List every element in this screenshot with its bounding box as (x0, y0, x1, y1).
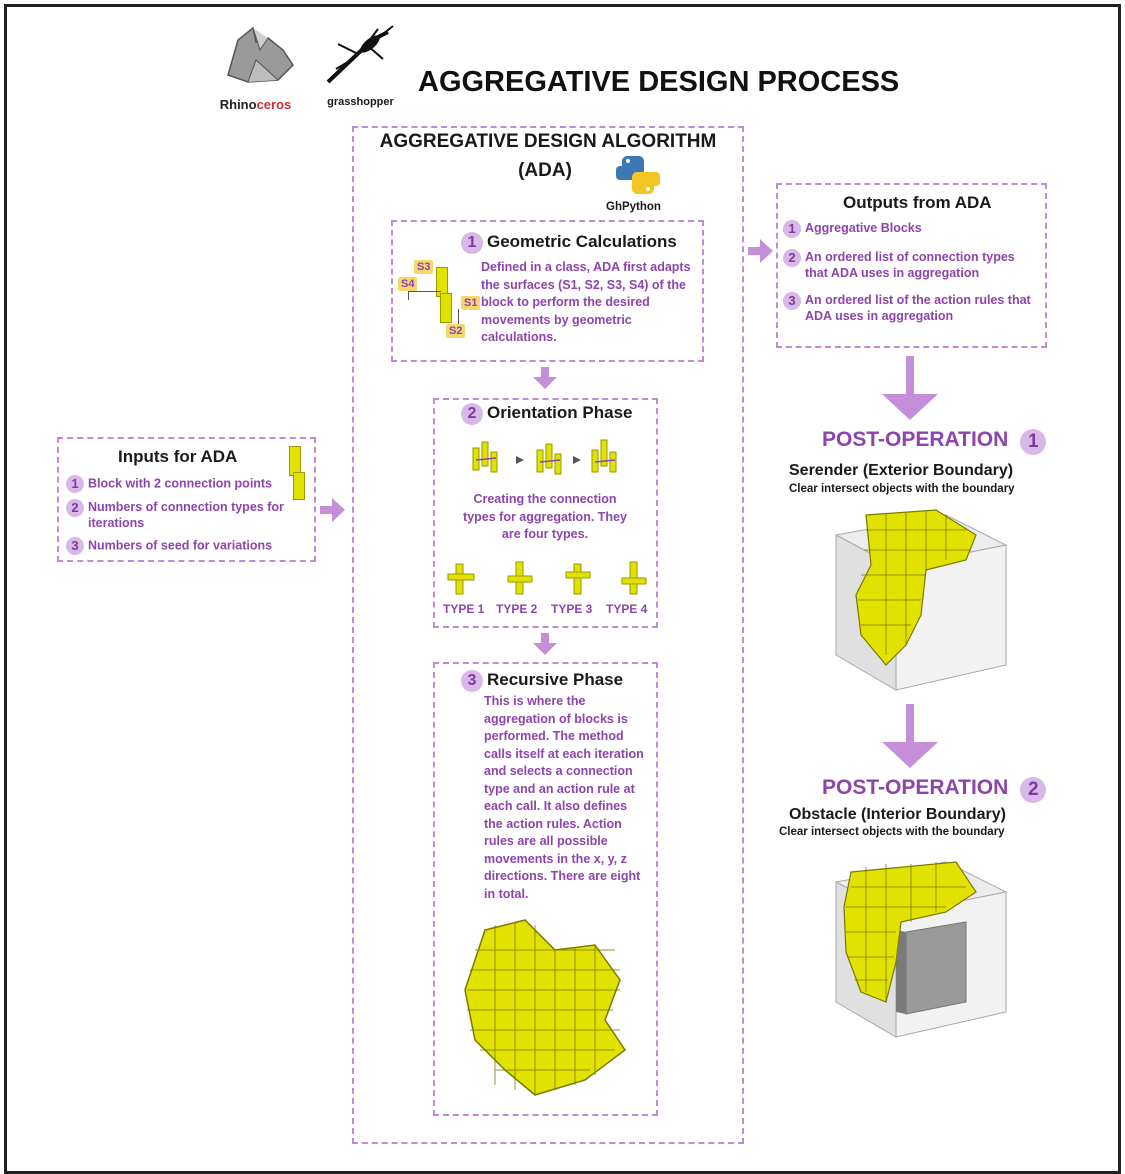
ada-title-line1: AGGREGATIVE DESIGN ALGORITHM (379, 131, 717, 152)
surface-tag-s3: S3 (414, 260, 434, 274)
arrow-step1-to-step2 (533, 367, 557, 391)
input-item-2-number: 2 (66, 499, 84, 517)
rhino-text-a: Rhino (219, 97, 257, 112)
post1-boundary-image (826, 505, 1016, 695)
post2-desc: Clear intersect objects with the boundar… (779, 826, 1005, 838)
type-label-4: TYPE 4 (606, 602, 648, 616)
block-bottom-segment (440, 293, 452, 323)
aggregation-result-image (455, 910, 635, 1100)
output-item-1: 1 Aggregative Blocks (783, 220, 1041, 238)
post1-subtitle: Serender (Exterior Boundary) (789, 462, 1014, 479)
arrow-outputs-to-post1 (882, 356, 938, 422)
input-item-3-text: Numbers of seed for variations (88, 538, 273, 553)
output-item-1-text: Aggregative Blocks (805, 221, 922, 235)
bracket-line-s4 (408, 291, 441, 300)
surface-tag-s4: S4 (398, 277, 418, 291)
type-label-3: TYPE 3 (551, 602, 593, 616)
post2-label: POST-OPERATION (822, 776, 1009, 799)
surface-tag-s1: S1 (461, 296, 481, 310)
input-item-1-number: 1 (66, 475, 84, 493)
orientation-sequence-diagram (468, 438, 628, 483)
rhinoceros-logo: Rhinoceros (208, 20, 303, 112)
post1-label: POST-OPERATION (822, 428, 1009, 451)
step3-body: This is where the aggregation of blocks … (484, 694, 644, 901)
outputs-box (776, 183, 1047, 348)
step3-box (433, 662, 658, 1116)
step3-number: 3 (461, 670, 483, 692)
post1-number: 1 (1020, 428, 1047, 455)
page-title: AGGREGATIVE DESIGN PROCESS (418, 66, 900, 98)
post2-header: POST-OPERATION 2 (822, 776, 1047, 803)
step2-body: Creating the connection types for aggreg… (463, 492, 627, 541)
type-label-1: TYPE 1 (443, 602, 485, 616)
input-block-bottom (293, 472, 305, 500)
python-logo-icon (614, 154, 662, 198)
arrow-inputs-to-ada (320, 498, 346, 522)
input-item-3-number: 3 (66, 537, 84, 555)
output-item-3-number: 3 (783, 292, 801, 310)
grasshopper-text: grasshopper (327, 96, 394, 108)
arrow-ada-to-outputs (748, 239, 774, 263)
ada-title-line2: (ADA) (518, 160, 572, 181)
step2-box (433, 398, 658, 628)
step2-title: Orientation Phase (487, 403, 633, 423)
output-item-1-number: 1 (783, 220, 801, 238)
post1-desc: Clear intersect objects with the boundar… (789, 483, 1015, 495)
post2-boundary-image (826, 852, 1016, 1042)
arrow-step2-to-step3 (533, 633, 557, 657)
post2-subtitle: Obstacle (Interior Boundary) (789, 806, 1006, 823)
rhino-text-b: ceros (256, 97, 292, 112)
step1-title: Geometric Calculations (487, 232, 677, 252)
inputs-title: Inputs for ADA (118, 447, 238, 466)
output-item-3-text: An ordered list of the action rules that… (805, 293, 1031, 323)
ghpython-label: GhPython (606, 201, 661, 213)
input-item-3: 3 Numbers of seed for variations (66, 537, 306, 555)
input-item-1-text: Block with 2 connection points (88, 476, 273, 491)
type-label-2: TYPE 2 (496, 602, 538, 616)
post1-header: POST-OPERATION 1 (822, 428, 1047, 455)
outputs-title: Outputs from ADA (843, 193, 992, 212)
inputs-box (57, 437, 316, 562)
input-item-1: 1 Block with 2 connection points (66, 475, 306, 493)
step3-title: Recursive Phase (487, 670, 624, 690)
post2-number: 2 (1020, 776, 1047, 803)
grasshopper-logo: grasshopper (318, 24, 403, 109)
step2-number: 2 (461, 403, 483, 425)
ada-container (352, 126, 744, 1144)
output-item-2-number: 2 (783, 249, 801, 267)
arrow-post1-to-post2 (882, 704, 938, 770)
surface-tag-s2: S2 (446, 324, 466, 338)
step1-body: Defined in a class, ADA first adapts the… (481, 260, 691, 344)
input-item-2-text: Numbers of connection types for iteratio… (88, 500, 284, 530)
block-surfaces-diagram (396, 255, 482, 341)
connection-types-diagram (444, 560, 654, 600)
step1-number: 1 (461, 232, 483, 254)
output-item-2-text: An ordered list of connection types that… (805, 250, 1015, 280)
step1-box (391, 220, 704, 362)
input-block-icon (287, 446, 307, 501)
